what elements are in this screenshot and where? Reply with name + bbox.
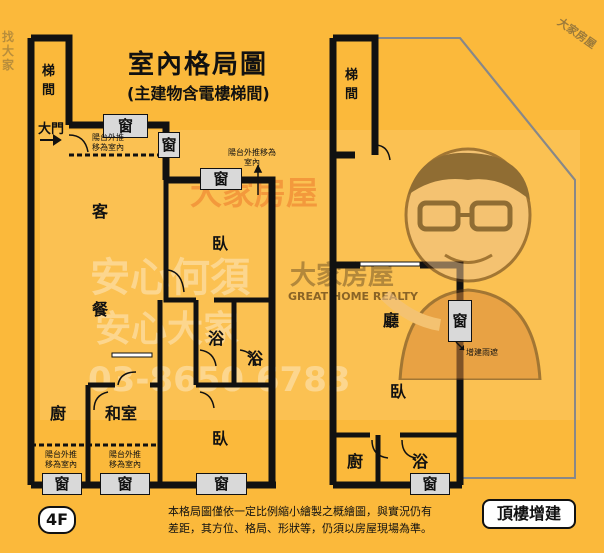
room-kitchen-left: 廚 <box>50 404 67 423</box>
watermark-slogan-2: 安心大家 <box>95 309 240 350</box>
balcony-note-bottom-left: 陽台外推 移為室內 <box>45 450 77 469</box>
disclaimer-line-1: 本格局圖僅依一定比例縮小繪製之概繪圖，與實況仍有 <box>168 505 432 518</box>
floor-badge: 4F <box>38 506 76 534</box>
room-bedroom2: 臥 <box>212 429 229 448</box>
window-bottom-3: 窗 <box>196 473 247 495</box>
disclaimer-note: 本格局圖僅依一定比例縮小繪製之概繪圖，與實況仍有 差距，其方位、格局、形狀等，仍… <box>168 503 478 537</box>
window-bottom-2: 窗 <box>100 473 150 495</box>
window-rooftop-side: 窗 <box>448 300 472 342</box>
watermark-slogan-1: 安心何須 <box>90 255 250 301</box>
rooftop-addition-badge: 頂樓增建 <box>482 499 576 529</box>
page-title: 室內格局圖 <box>128 50 269 80</box>
window-bedroom1: 窗 <box>200 168 242 190</box>
page-subtitle: (主建物含電樓梯間) <box>127 84 270 103</box>
balcony-note-upper-right: 陽台外推移為室內 <box>228 148 276 167</box>
room-stairs-left: 梯間 <box>42 62 58 100</box>
room-japanese: 和室 <box>105 404 138 423</box>
room-bedroom-right: 臥 <box>390 382 407 401</box>
window-top-left: 窗 <box>103 114 148 138</box>
watermark-side: 找大家 <box>2 30 15 72</box>
balcony-note-top: 陽台外推 移為室內 <box>92 133 124 152</box>
room-stairs-left-label: 梯間 <box>42 64 56 98</box>
balcony-note-bottom-mid: 陽台外推 移為室內 <box>109 450 141 469</box>
window-rooftop-bottom: 窗 <box>410 473 450 495</box>
room-kitchen-right: 廚 <box>347 452 364 471</box>
rain-shelter-note: 增建雨遮 <box>466 348 498 357</box>
room-bath1: 浴 <box>208 329 225 348</box>
room-stairs-right-label: 梯間 <box>345 68 359 102</box>
room-bath-right: 浴 <box>412 452 429 471</box>
room-bath2: 浴 <box>247 349 264 368</box>
rain-shelter-arrow-icon <box>455 341 465 351</box>
room-hall: 廳 <box>383 311 400 330</box>
room-bedroom1: 臥 <box>212 234 229 253</box>
window-bottom-1: 窗 <box>42 473 82 495</box>
window-top-right-vertical: 窗 <box>158 132 180 158</box>
disclaimer-line-2: 差距，其方位、格局、形狀等，仍須以房屋現場為準。 <box>168 522 432 535</box>
room-dining: 餐 <box>92 300 109 319</box>
watermark-phone: 03-8650 6783 <box>88 360 351 400</box>
room-living: 客 <box>92 202 109 221</box>
room-stairs-right: 梯間 <box>345 66 361 104</box>
room-main-door: 大門 <box>38 122 65 137</box>
